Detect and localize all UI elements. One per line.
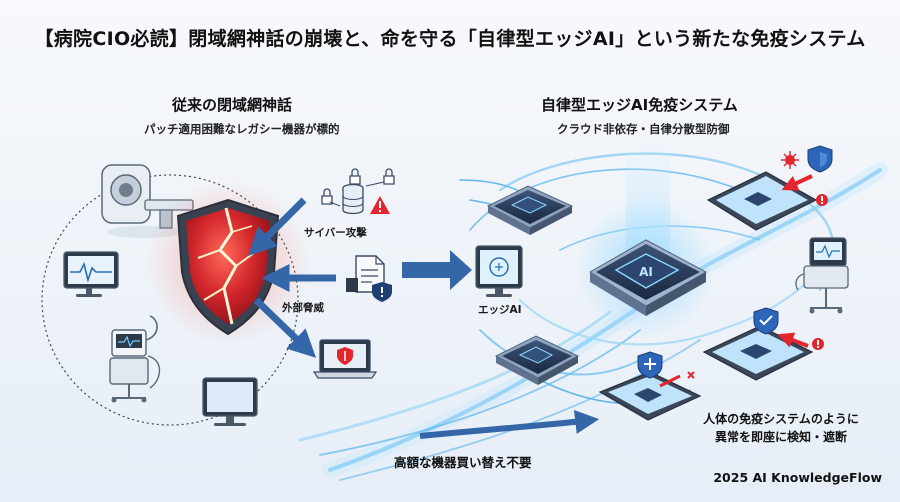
edge-ai-network-panel: AI bbox=[298, 140, 888, 481]
blocked-attack-line-3 bbox=[659, 374, 681, 388]
label-external-threat: 外部脅威 bbox=[282, 302, 324, 314]
blocked-attack-arrow-1 bbox=[781, 174, 813, 191]
left-subheading: パッチ適用困難なレガシー機器が標的 bbox=[144, 122, 340, 136]
label-no-replacement: 高額な機器買い替え不要 bbox=[394, 455, 532, 470]
shield-check-top-icon bbox=[807, 145, 833, 173]
cyber-attack-icon bbox=[321, 168, 395, 215]
pc-monitor-icon bbox=[202, 377, 258, 426]
bedside-monitor-icon bbox=[795, 237, 849, 314]
left-heading: 従来の閉域網神話 bbox=[172, 96, 293, 114]
edge-chip-bottom-left-icon bbox=[494, 335, 580, 385]
right-heading: 自律型エッジAI免疫システム bbox=[541, 96, 738, 114]
laptop-icon bbox=[312, 339, 378, 379]
label-cyber-attack: サイバー攻撃 bbox=[304, 227, 367, 239]
vital-monitor-icon bbox=[63, 251, 119, 297]
legacy-network-panel bbox=[41, 164, 395, 426]
shield-check-middle-icon bbox=[753, 307, 779, 335]
no-replacement-arrow bbox=[419, 410, 600, 439]
label-edge-ai: エッジAI bbox=[478, 304, 522, 316]
smartphone-middle-icon bbox=[702, 325, 814, 381]
label-immune-system: 人体の免疫システムのように 異常を即座に検知・遮断 bbox=[686, 410, 876, 446]
label-immune-line-2: 異常を即座に検知・遮断 bbox=[714, 430, 847, 444]
central-ai-chip-icon: AI bbox=[589, 239, 708, 316]
virus-icon bbox=[781, 151, 799, 169]
blocked-attack-arrow-2 bbox=[777, 332, 809, 348]
label-immune-line-1: 人体の免疫システムのように bbox=[703, 412, 859, 426]
threat-arrows bbox=[248, 197, 336, 358]
right-subheading: クラウド非依存・自律分散型防御 bbox=[557, 122, 730, 136]
edge-ai-monitor-icon bbox=[475, 245, 523, 297]
alert-icon-2 bbox=[812, 338, 824, 350]
arrow-cyber-in bbox=[248, 197, 307, 256]
alert-icon-1 bbox=[816, 194, 828, 206]
page-title: 【病院CIO必読】閉域網神話の崩壊と、命を守る「自律型エッジAI」という新たな免… bbox=[34, 28, 866, 50]
transition-arrow bbox=[402, 250, 472, 290]
credit-text: 2025 AI KnowledgeFlow bbox=[713, 470, 882, 485]
smartphone-bottom-icon bbox=[598, 371, 702, 421]
document-shield-icon bbox=[346, 255, 392, 302]
arrow-external-out bbox=[253, 297, 317, 358]
ventilator-icon bbox=[109, 315, 161, 403]
block-x-icon bbox=[687, 371, 695, 379]
chip-ai-letters: AI bbox=[639, 265, 653, 279]
shield-plus-icon bbox=[637, 351, 663, 379]
edge-chip-top-left-icon bbox=[486, 185, 574, 235]
